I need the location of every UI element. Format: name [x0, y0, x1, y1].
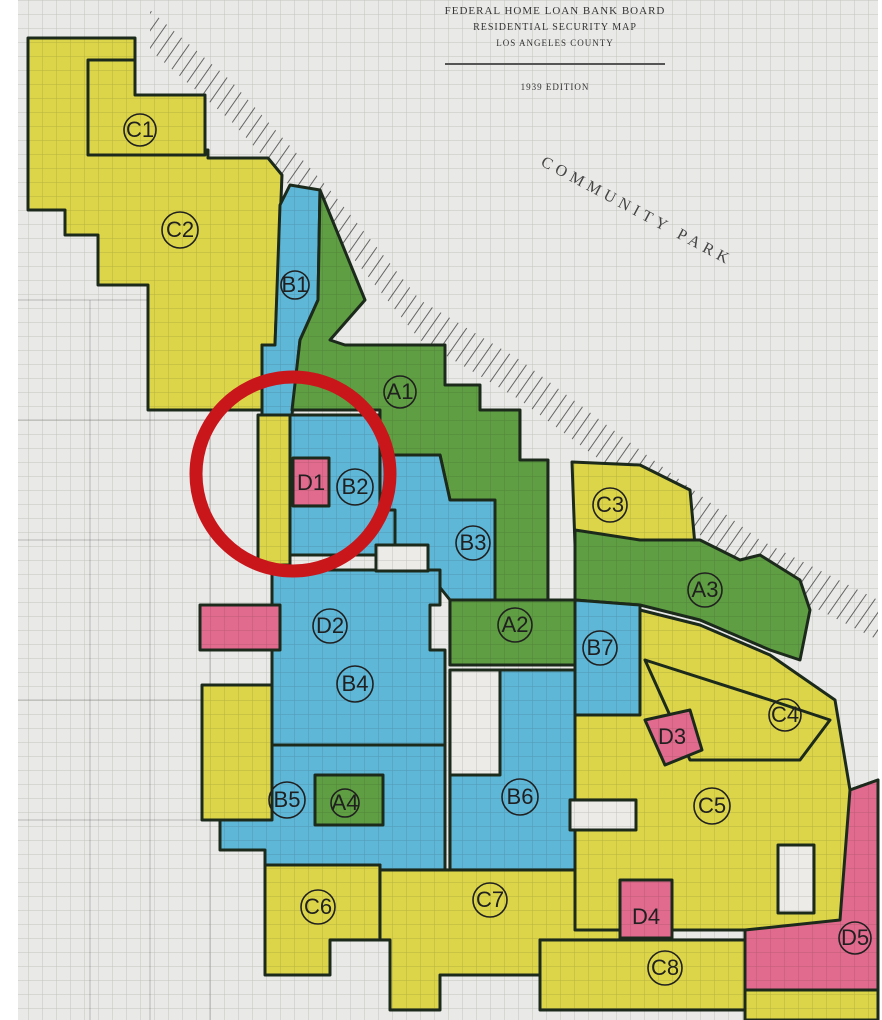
zone-label-b5: B5	[268, 781, 306, 819]
zone-label-a4: A4	[330, 788, 360, 818]
svg-text:A4: A4	[332, 790, 359, 815]
zone-label-a1: A1	[383, 375, 417, 409]
zone-label-b2: B2	[336, 468, 374, 506]
zone-label-d1: D1	[297, 470, 325, 495]
svg-text:C8: C8	[651, 955, 679, 980]
title-line-2: RESIDENTIAL SECURITY MAP	[473, 22, 637, 33]
zone-label-c7: C7	[472, 882, 508, 918]
zone-unrated-patch-1	[568, 798, 638, 832]
svg-text:C6: C6	[304, 894, 332, 919]
title-line-4: 1939 EDITION	[521, 82, 590, 92]
svg-text:B7: B7	[587, 635, 614, 660]
zone-label-b6: B6	[501, 778, 539, 816]
zone-label-b3: B3	[455, 525, 491, 561]
zone-b4[interactable]	[270, 568, 447, 747]
zone-label-b1: B1	[280, 270, 310, 300]
svg-text:B4: B4	[342, 671, 369, 696]
svg-text:C1: C1	[126, 117, 154, 142]
zone-unrated-patch-2	[776, 843, 816, 915]
svg-text:C3: C3	[596, 492, 624, 517]
svg-text:D2: D2	[316, 613, 344, 638]
zone-label-d5: D5	[838, 921, 872, 955]
svg-text:C2: C2	[166, 217, 194, 242]
svg-text:A1: A1	[387, 379, 414, 404]
zone-label-d2: D2	[312, 608, 348, 644]
zone-label-c8: C8	[647, 950, 683, 986]
svg-text:A3: A3	[692, 577, 719, 602]
svg-text:D3: D3	[658, 724, 686, 749]
svg-text:C7: C7	[476, 887, 504, 912]
zone-label-c2: C2	[161, 211, 199, 249]
map-title-block: FEDERAL HOME LOAN BANK BOARD RESIDENTIAL…	[445, 5, 666, 92]
svg-text:D4: D4	[632, 904, 660, 929]
title-line-1: FEDERAL HOME LOAN BANK BOARD	[445, 5, 666, 17]
zone-label-c5: C5	[693, 787, 731, 825]
zone-label-b7: B7	[582, 630, 618, 666]
title-line-3: LOS ANGELES COUNTY	[496, 38, 614, 48]
svg-text:D5: D5	[841, 925, 869, 950]
zone-c8[interactable]	[538, 938, 747, 1012]
zone-label-c6: C6	[300, 889, 336, 925]
svg-text:C4: C4	[771, 702, 799, 727]
zone-label-c1: C1	[123, 113, 157, 147]
zone-label-d3: D3	[658, 724, 686, 749]
zone-yellow-strip[interactable]	[256, 413, 292, 567]
svg-text:C5: C5	[698, 793, 726, 818]
zone-yellow-left[interactable]	[200, 683, 274, 822]
zone-label-a2: A2	[497, 607, 533, 643]
svg-text:D1: D1	[297, 470, 325, 495]
zone-labels: C1 C2 B1 A1 B2 D1 B3 C3 A2 A3 D2 B4 B7 C…	[123, 113, 872, 986]
svg-text:B1: B1	[282, 272, 309, 297]
svg-text:B3: B3	[460, 530, 487, 555]
zone-unrated-patch-3	[374, 543, 430, 573]
zone-label-b4: B4	[336, 665, 374, 703]
svg-text:A2: A2	[502, 612, 529, 637]
zone-label-d4: D4	[632, 904, 660, 929]
zone-label-c3: C3	[592, 487, 628, 523]
highlight-circle	[189, 370, 397, 578]
svg-text:B6: B6	[507, 784, 534, 809]
svg-text:B5: B5	[274, 787, 301, 812]
zone-unrated-block	[448, 668, 502, 777]
zone-label-c4: C4	[768, 698, 802, 732]
svg-text:B2: B2	[342, 474, 369, 499]
zone-label-a3: A3	[687, 572, 723, 608]
